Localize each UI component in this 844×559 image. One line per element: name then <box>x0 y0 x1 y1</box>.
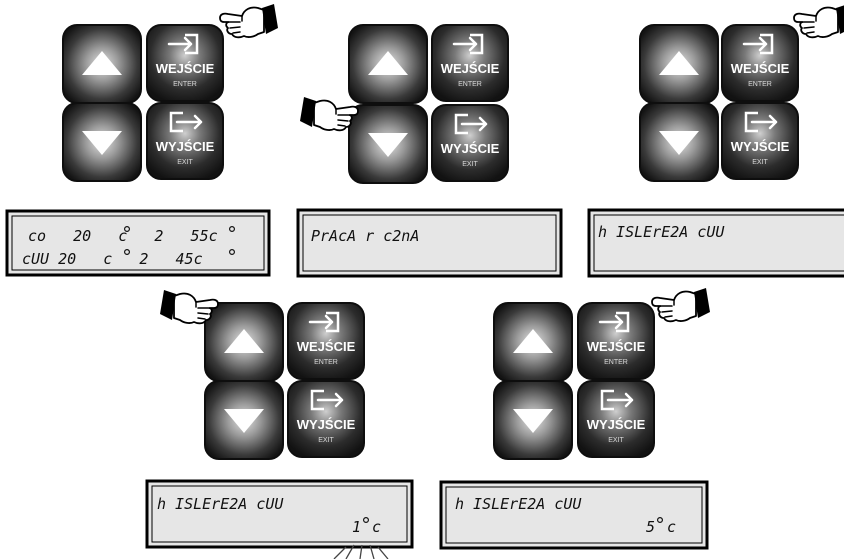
enter-key-label: WEJŚCIE <box>441 61 500 76</box>
lcd-display-2: PrAcA r c2nA <box>298 210 561 276</box>
display-line-1: h ISLErE2A cUU <box>598 223 725 241</box>
up-key[interactable] <box>640 25 718 103</box>
pointing-hand-icon <box>300 97 358 130</box>
exit-key-label: WYJŚCIE <box>297 417 356 432</box>
pointing-hand-icon <box>652 288 710 321</box>
up-key[interactable] <box>494 303 572 381</box>
enter-key-label: WEJŚCIE <box>297 339 356 354</box>
enter-key[interactable]: WEJŚCIE ENTER <box>722 25 798 101</box>
enter-key[interactable]: WEJŚCIE ENTER <box>147 25 223 101</box>
enter-key-label: WEJŚCIE <box>587 339 646 354</box>
lcd-display-5: h ISLErE2A cUU 5 c <box>441 482 707 548</box>
exit-key-label: WYJŚCIE <box>441 141 500 156</box>
display-line-1: h ISLErE2A cUU <box>157 495 284 513</box>
pointing-hand-icon <box>220 4 278 37</box>
exit-key[interactable]: WYJŚCIE EXIT <box>722 103 798 179</box>
up-key[interactable] <box>63 25 141 103</box>
display-value: 5 <box>646 518 655 536</box>
up-key[interactable] <box>349 25 427 103</box>
enter-key[interactable]: WEJŚCIE ENTER <box>432 25 508 101</box>
display-line-1: co 20 c 2 55c <box>28 227 218 245</box>
exit-key-sublabel: EXIT <box>752 159 768 166</box>
display-value: 1 <box>352 518 361 536</box>
display-unit: c <box>667 518 676 536</box>
display-line-1: h ISLErE2A cUU <box>455 495 582 513</box>
enter-key-sublabel: ENTER <box>748 81 772 88</box>
exit-key-sublabel: EXIT <box>608 437 624 444</box>
display-line-1: PrAcA r c2nA <box>311 227 419 245</box>
enter-key-label: WEJŚCIE <box>731 61 790 76</box>
keypad-5: WEJŚCIE ENTER WYJŚCIE EXIT <box>494 288 710 459</box>
down-key[interactable] <box>494 381 572 459</box>
keypad-1: WEJŚCIE ENTER WYJŚCIE EXIT <box>63 4 278 181</box>
enter-key-sublabel: ENTER <box>173 81 197 88</box>
display-line-2: cUU 20 c 2 45c <box>22 250 203 268</box>
pointing-hand-icon <box>160 290 218 323</box>
down-key[interactable] <box>349 105 427 183</box>
enter-key-sublabel: ENTER <box>314 359 338 366</box>
enter-key-sublabel: ENTER <box>458 81 482 88</box>
pointing-hand-icon <box>794 4 844 37</box>
lcd-display-1: co 20 c 2 55c cUU 20 c 2 45c <box>7 211 269 275</box>
exit-key-sublabel: EXIT <box>462 161 478 168</box>
exit-key-label: WYJŚCIE <box>587 417 646 432</box>
exit-key[interactable]: WYJŚCIE EXIT <box>432 105 508 181</box>
enter-key-sublabel: ENTER <box>604 359 628 366</box>
display-unit: c <box>372 518 381 536</box>
enter-key-label: WEJŚCIE <box>156 61 215 76</box>
keypad-2: WEJŚCIE ENTER WYJŚCIE EXIT <box>300 25 508 183</box>
exit-key-label: WYJŚCIE <box>156 139 215 154</box>
enter-key[interactable]: WEJŚCIE ENTER <box>288 303 364 379</box>
keypad-4: WEJŚCIE ENTER WYJŚCIE EXIT <box>160 290 364 459</box>
exit-key[interactable]: WYJŚCIE EXIT <box>147 103 223 179</box>
lcd-display-4: h ISLErE2A cUU 1 c <box>147 481 412 559</box>
down-key[interactable] <box>205 381 283 459</box>
lcd-display-3: h ISLErE2A cUU <box>589 210 844 276</box>
exit-key-label: WYJŚCIE <box>731 139 790 154</box>
down-key[interactable] <box>640 103 718 181</box>
exit-key[interactable]: WYJŚCIE EXIT <box>288 381 364 457</box>
exit-key[interactable]: WYJŚCIE EXIT <box>578 381 654 457</box>
down-key[interactable] <box>63 103 141 181</box>
exit-key-sublabel: EXIT <box>177 159 193 166</box>
keypad-3: WEJŚCIE ENTER WYJŚCIE EXIT <box>640 4 844 181</box>
exit-key-sublabel: EXIT <box>318 437 334 444</box>
enter-key[interactable]: WEJŚCIE ENTER <box>578 303 654 379</box>
up-key[interactable] <box>205 303 283 381</box>
